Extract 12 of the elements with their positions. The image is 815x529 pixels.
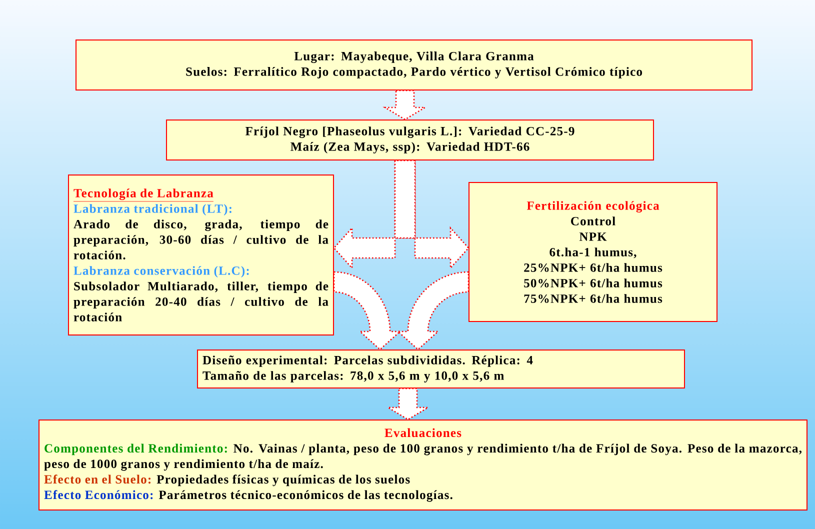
block-arrow — [333, 271, 401, 350]
info-box: Lugar: Mayabeque, Villa Clara Granma Suelos: Ferralítico Rojo compactado, Pardo vértico y Vertisol Crómico típico — [76, 40, 752, 90]
info-box: Tecnología de Labranza Labranza tradicional (LT): Arado de disco, grada, tiempo de preparación, 30-60 días / cultivo de la rotación. Labranza conservación (L.C): Subsolador Multiarado, tiller, tiempo de preparación 20-40 días / cultivo de la rotación — [68, 174, 334, 336]
block-arrow — [394, 160, 470, 270]
info-box: Diseño experimental: Parcelas subdivididas. Réplica: 4 Tamaño de las parcelas: 78,0 x 5,6 m y 10,0 x 5,6 m — [197, 350, 685, 388]
info-box: Fríjol Negro [Phaseolus vulgaris L.]: Variedad CC-25-9 Maíz (Zea Mays, ssp): Variedad HDT-66 — [166, 120, 654, 160]
info-box: Evaluaciones Componentes del Rendimiento: No. Vainas / planta, peso de 100 granos y rendimiento t/ha de Fríjol de Soya. Peso de la mazorca, peso de 1000 granos y rendimiento t/ha de maíz. Efecto en el Suelo: Propiedades físicas y químicas de los suelos Efecto Económico: Parámetros técnico-económicos de las tecnologías. — [38, 420, 808, 510]
block-arrow — [397, 271, 470, 350]
block-arrow — [382, 90, 428, 120]
block-arrow — [333, 160, 416, 270]
block-arrow — [386, 388, 430, 420]
info-box: Fertilización ecológica Control NPK 6t.ha-1 humus, 25%NPK+ 6t/ha humus 50%NPK+ 6t/ha humus 75%NPK+ 6t/ha humus — [468, 182, 718, 322]
